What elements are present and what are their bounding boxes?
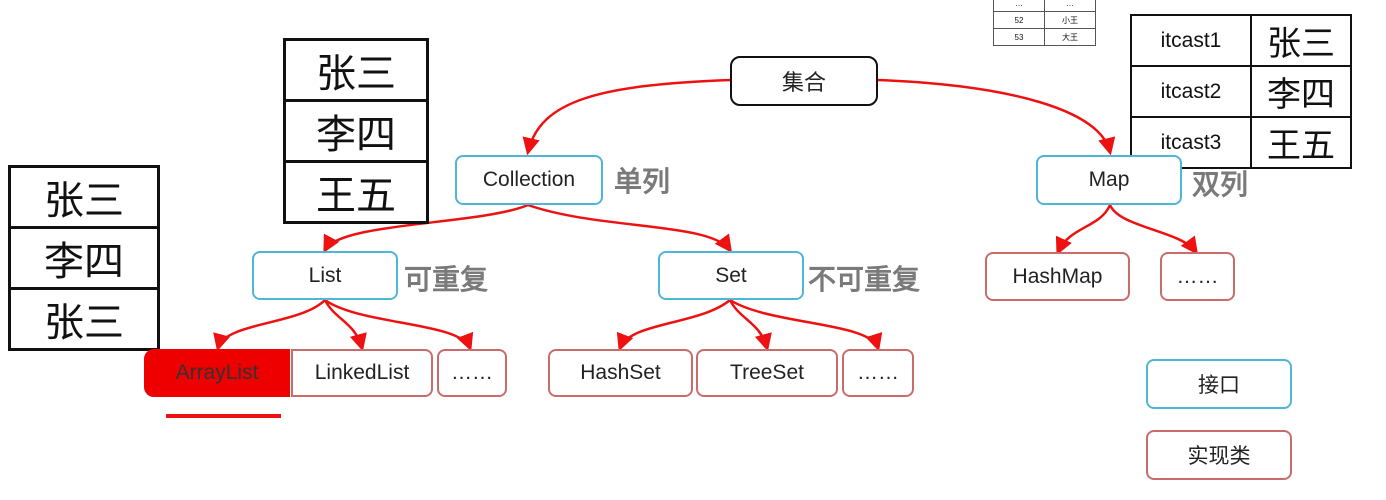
impl-arraylist-label: ArrayList <box>175 361 259 384</box>
arrow-map-more <box>1108 204 1199 255</box>
interface-set-label: Set <box>715 263 747 287</box>
interface-collection: Collection <box>455 155 603 205</box>
arrow-list-more <box>324 298 474 352</box>
impl-treeset: TreeSet <box>696 349 838 397</box>
table-cell: 张三 <box>8 165 160 229</box>
name-table-middle: 张三 李四 王五 <box>283 38 429 224</box>
table-cell: … <box>1044 0 1096 12</box>
impl-map-more-label: …… <box>1176 264 1219 288</box>
table-cell: 张三 <box>8 287 160 351</box>
table-key: itcast3 <box>1130 116 1252 169</box>
impl-linkedlist-label: LinkedList <box>314 361 410 384</box>
impl-treeset-label: TreeSet <box>730 361 804 384</box>
impl-map-more: …… <box>1160 252 1235 301</box>
table-cell: 小王 <box>1044 11 1096 29</box>
interface-map-label: Map <box>1088 168 1130 191</box>
arrow-map-hashmap <box>1055 204 1112 256</box>
table-value: 李四 <box>1250 65 1352 118</box>
impl-hashset: HashSet <box>548 349 693 397</box>
tag-single-column: 单列 <box>614 165 671 198</box>
table-cell: 李四 <box>8 226 160 290</box>
arrow-collection-list <box>323 203 529 254</box>
interface-map: Map <box>1036 155 1182 205</box>
table-cell: 李四 <box>283 99 429 163</box>
impl-arraylist: ArrayList <box>144 349 290 397</box>
name-table-left: 张三 李四 张三 <box>8 165 160 351</box>
arraylist-underline <box>166 414 281 418</box>
legend-interface: 接口 <box>1146 359 1292 409</box>
legend-interface-label: 接口 <box>1198 374 1240 397</box>
table-value: 王五 <box>1250 116 1352 169</box>
table-key: itcast1 <box>1130 14 1252 67</box>
impl-set-more-label: …… <box>857 361 899 384</box>
table-cell: 52 <box>993 11 1045 29</box>
interface-collection-label: Collection <box>482 168 576 191</box>
root-label: 集合 <box>781 70 826 95</box>
impl-list-more-label: …… <box>451 361 493 384</box>
arrow-set-treeset <box>728 299 772 352</box>
interface-set: Set <box>658 251 804 300</box>
impl-hashmap: HashMap <box>985 252 1130 301</box>
arrow-list-arraylist <box>213 299 326 352</box>
arrow-root-map <box>877 78 1116 156</box>
interface-list: List <box>252 251 398 300</box>
impl-hashset-label: HashSet <box>580 361 661 384</box>
table-cell: 张三 <box>283 38 429 102</box>
tag-non-repeatable: 不可重复 <box>808 263 921 296</box>
impl-set-more: …… <box>842 349 914 397</box>
legend-implementation-label: 实现类 <box>1187 445 1251 468</box>
table-cell: 大王 <box>1044 28 1096 46</box>
arrow-list-linkedlist <box>323 299 367 352</box>
arrow-root-collection <box>522 78 731 156</box>
tag-repeatable: 可重复 <box>404 263 489 296</box>
table-cell: … <box>993 0 1045 12</box>
impl-hashmap-label: HashMap <box>1012 264 1103 288</box>
table-cell: 53 <box>993 28 1045 46</box>
arrow-set-hashset <box>616 299 731 352</box>
table-key: itcast2 <box>1130 65 1252 118</box>
table-value: 张三 <box>1250 14 1352 67</box>
arrow-collection-set <box>527 203 733 253</box>
table-cell: 王五 <box>283 160 429 224</box>
legend-implementation: 实现类 <box>1146 430 1292 480</box>
arrow-set-more <box>729 298 883 352</box>
impl-list-more: …… <box>437 349 507 397</box>
impl-linkedlist: LinkedList <box>291 349 433 397</box>
tag-double-column: 双列 <box>1192 168 1249 201</box>
root-node-collections: 集合 <box>730 56 878 106</box>
interface-list-label: List <box>308 263 342 287</box>
